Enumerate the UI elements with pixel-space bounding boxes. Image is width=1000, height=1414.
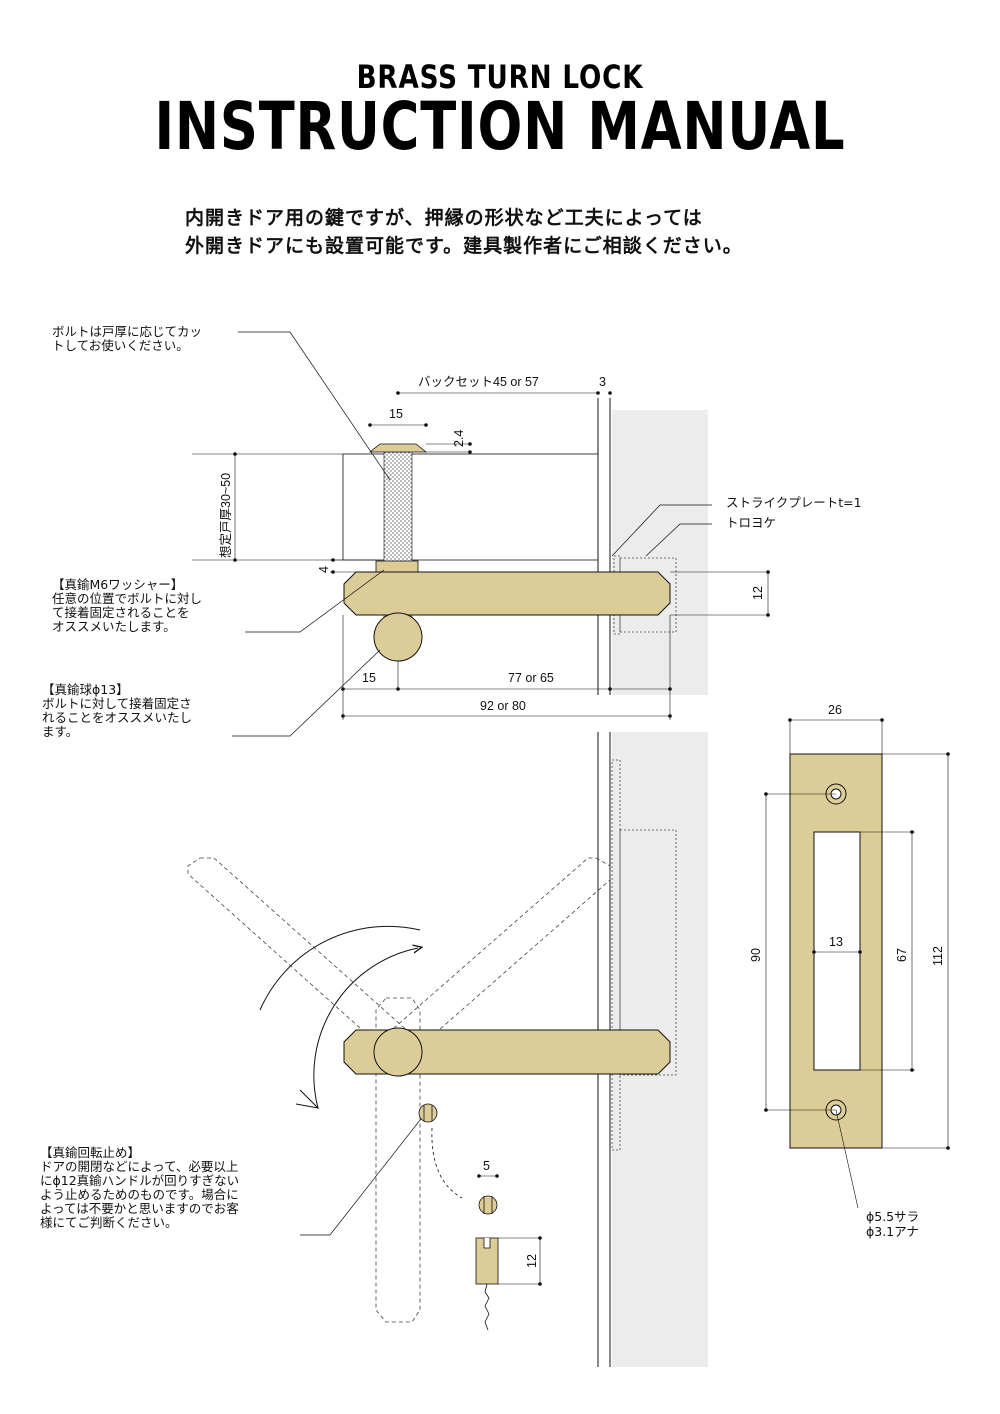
note-ball-line: ます。: [42, 724, 79, 739]
note-ball-heading: 【真鍮球ϕ13】: [42, 682, 129, 697]
note-stopper-line: 様にてご判断ください。: [40, 1215, 178, 1230]
dim-plate-height: 112: [931, 946, 945, 966]
rotation-arc: [259, 925, 421, 1011]
note-bolt: ボルトは戸厚に応じてカッ トしてお使いください。: [52, 325, 202, 353]
stopper-detail-top: [478, 1195, 498, 1215]
note-ball-line: れることをオススメいたし: [42, 710, 193, 725]
dim-plate-width: 26: [828, 703, 842, 717]
bolt-head: [368, 443, 428, 453]
handle-front: [343, 1029, 671, 1075]
door-frame-top: [612, 410, 708, 695]
note-washer-line: 任意の位置でボルトに対し: [52, 591, 203, 606]
handle-bar: [343, 571, 671, 616]
dim-stopper-height: 12: [525, 1254, 539, 1268]
dim-three: 3: [599, 375, 606, 389]
note-ball: 【真鍮球ϕ13】 ボルトに対して接着固定さ れることをオススメいたし ます。: [42, 683, 192, 739]
note-stopper-line: にϕ12真鍮ハンドルが回りすぎない: [40, 1173, 240, 1188]
dim-handle-total: 92 or 80: [480, 699, 526, 713]
label-torokeke: トロヨケ: [726, 515, 777, 530]
stopper-pin: [418, 1103, 438, 1123]
rotation-arrowhead: [295, 1089, 320, 1109]
dim-stopper-width: 5: [483, 1159, 490, 1173]
handle-rotation-ghosts: [187, 857, 611, 1323]
label-screw-countersink: ϕ5.5サラ: [866, 1209, 920, 1224]
dim-bolt-head-width: 15: [389, 407, 403, 421]
plate-dimension-lines: [764, 718, 950, 1209]
door-section: [342, 453, 599, 561]
note-stopper-heading: 【真鍮回転止め】: [40, 1145, 141, 1160]
dim-washer-thickness: 4: [317, 566, 331, 573]
dim-ball-offset: 15: [362, 671, 376, 685]
strike-plate-slot: [813, 831, 861, 1071]
note-washer-line: オススメいたします。: [52, 619, 176, 634]
note-stopper-line: よっては不要かと思いますのでお客: [40, 1201, 239, 1216]
dim-slot-width: 13: [829, 935, 843, 949]
note-washer-heading: 【真鍮M6ワッシャー】: [52, 577, 184, 592]
stopper-dimension-lines: [477, 1174, 542, 1286]
note-bolt-line: ボルトは戸厚に応じてカッ: [52, 324, 203, 339]
intro-line-1: 内開きドア用の鍵ですが、押縁の形状など工夫によっては: [185, 207, 703, 229]
intro-line-2: 外開きドアにも設置可能です。建具製作者にご相談ください。: [185, 235, 743, 257]
dim-handle-arm: 77 or 65: [508, 671, 554, 685]
note-stopper-line: よう止めるためのものです。場合に: [40, 1187, 239, 1202]
dim-handle-height: 12: [751, 586, 765, 600]
note-bolt-line: トしてお使いください。: [52, 338, 189, 353]
dim-hole-pitch: 90: [749, 948, 763, 962]
brass-ball-front: [373, 1027, 423, 1077]
washer: [375, 560, 419, 573]
leader-lines: [232, 331, 712, 1236]
dim-slot-height: 67: [895, 948, 909, 962]
note-washer-line: て接着固定されることを: [52, 605, 190, 620]
note-stopper-line: ドアの開閉などによって、必要以上: [40, 1159, 239, 1174]
label-screw-hole: ϕ3.1アナ: [866, 1224, 919, 1239]
rotation-arrow-lower: [313, 948, 418, 1109]
stopper-arrow: [431, 1127, 463, 1199]
note-washer: 【真鍮M6ワッシャー】 任意の位置でボルトに対し て接着固定されることを オスス…: [52, 578, 202, 634]
strike-plate-side: [611, 759, 621, 1151]
dim-bolt-head-height: 2.4: [452, 430, 466, 447]
dim-door-thickness: 想定戸厚30~50: [218, 473, 233, 558]
torokeke-side: [619, 829, 677, 1076]
note-stopper: 【真鍮回転止め】 ドアの開閉などによって、必要以上 にϕ12真鍮ハンドルが回りす…: [40, 1146, 239, 1230]
page-title: INSTRUCTION MANUAL: [154, 88, 846, 165]
brass-ball: [373, 612, 423, 662]
stopper-screw: [484, 1283, 490, 1331]
dim-backset: バックセット45 or 57: [418, 375, 539, 389]
label-strike-plate: ストライクプレートt=1: [726, 495, 862, 510]
top-dimension-lines: [192, 391, 770, 720]
note-ball-line: ボルトに対して接着固定さ: [42, 696, 192, 711]
torokeke-outline: [619, 557, 677, 633]
product-name: BRASS TURN LOCK: [356, 58, 644, 96]
